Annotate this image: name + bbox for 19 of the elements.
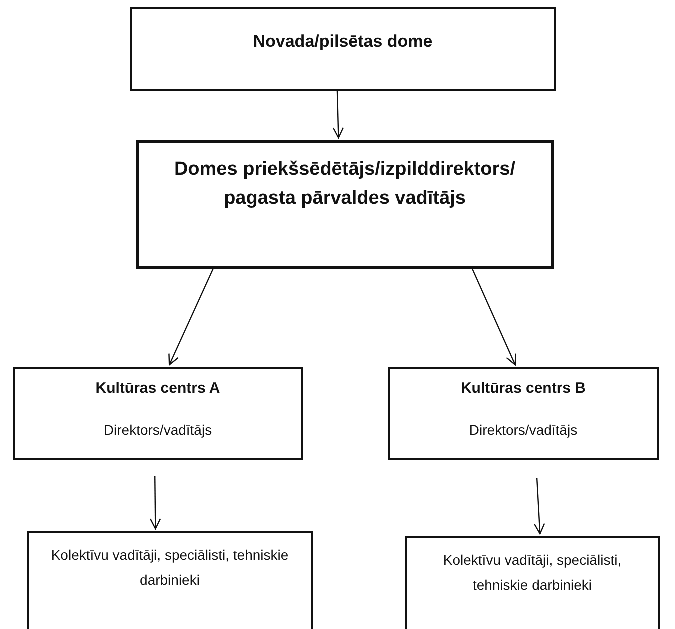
box-title: Kolektīvu vadītāji, speciālisti, tehniskie darbinieki	[50, 546, 290, 590]
box-title: Kultūras centrs B	[460, 379, 588, 398]
box-subtitle: Direktors/vadītājs	[102, 420, 214, 439]
arrow	[472, 268, 516, 366]
culture-centre-box	[388, 367, 659, 460]
arrow	[150, 476, 162, 530]
box-title: Kolektīvu vadītāji, speciālisti, tehniskie darbinieki	[442, 551, 623, 594]
box-title: Novada/pilsētas dome	[252, 31, 434, 53]
arrow	[168, 268, 214, 366]
box-subtitle: Direktors/vadītājs	[468, 420, 579, 439]
staff-box	[405, 536, 660, 629]
box-title: Kultūras centrs A	[94, 379, 222, 398]
arrow	[534, 478, 546, 535]
staff-box	[27, 531, 313, 629]
chairman-box	[136, 140, 554, 269]
box-title: Domes priekšsēdētājs/izpilddirektors/ pagasta pārvaldes vadītājs	[173, 158, 517, 212]
arrow	[332, 90, 344, 139]
governing-body-box	[130, 7, 556, 91]
culture-centre-box	[13, 367, 303, 460]
